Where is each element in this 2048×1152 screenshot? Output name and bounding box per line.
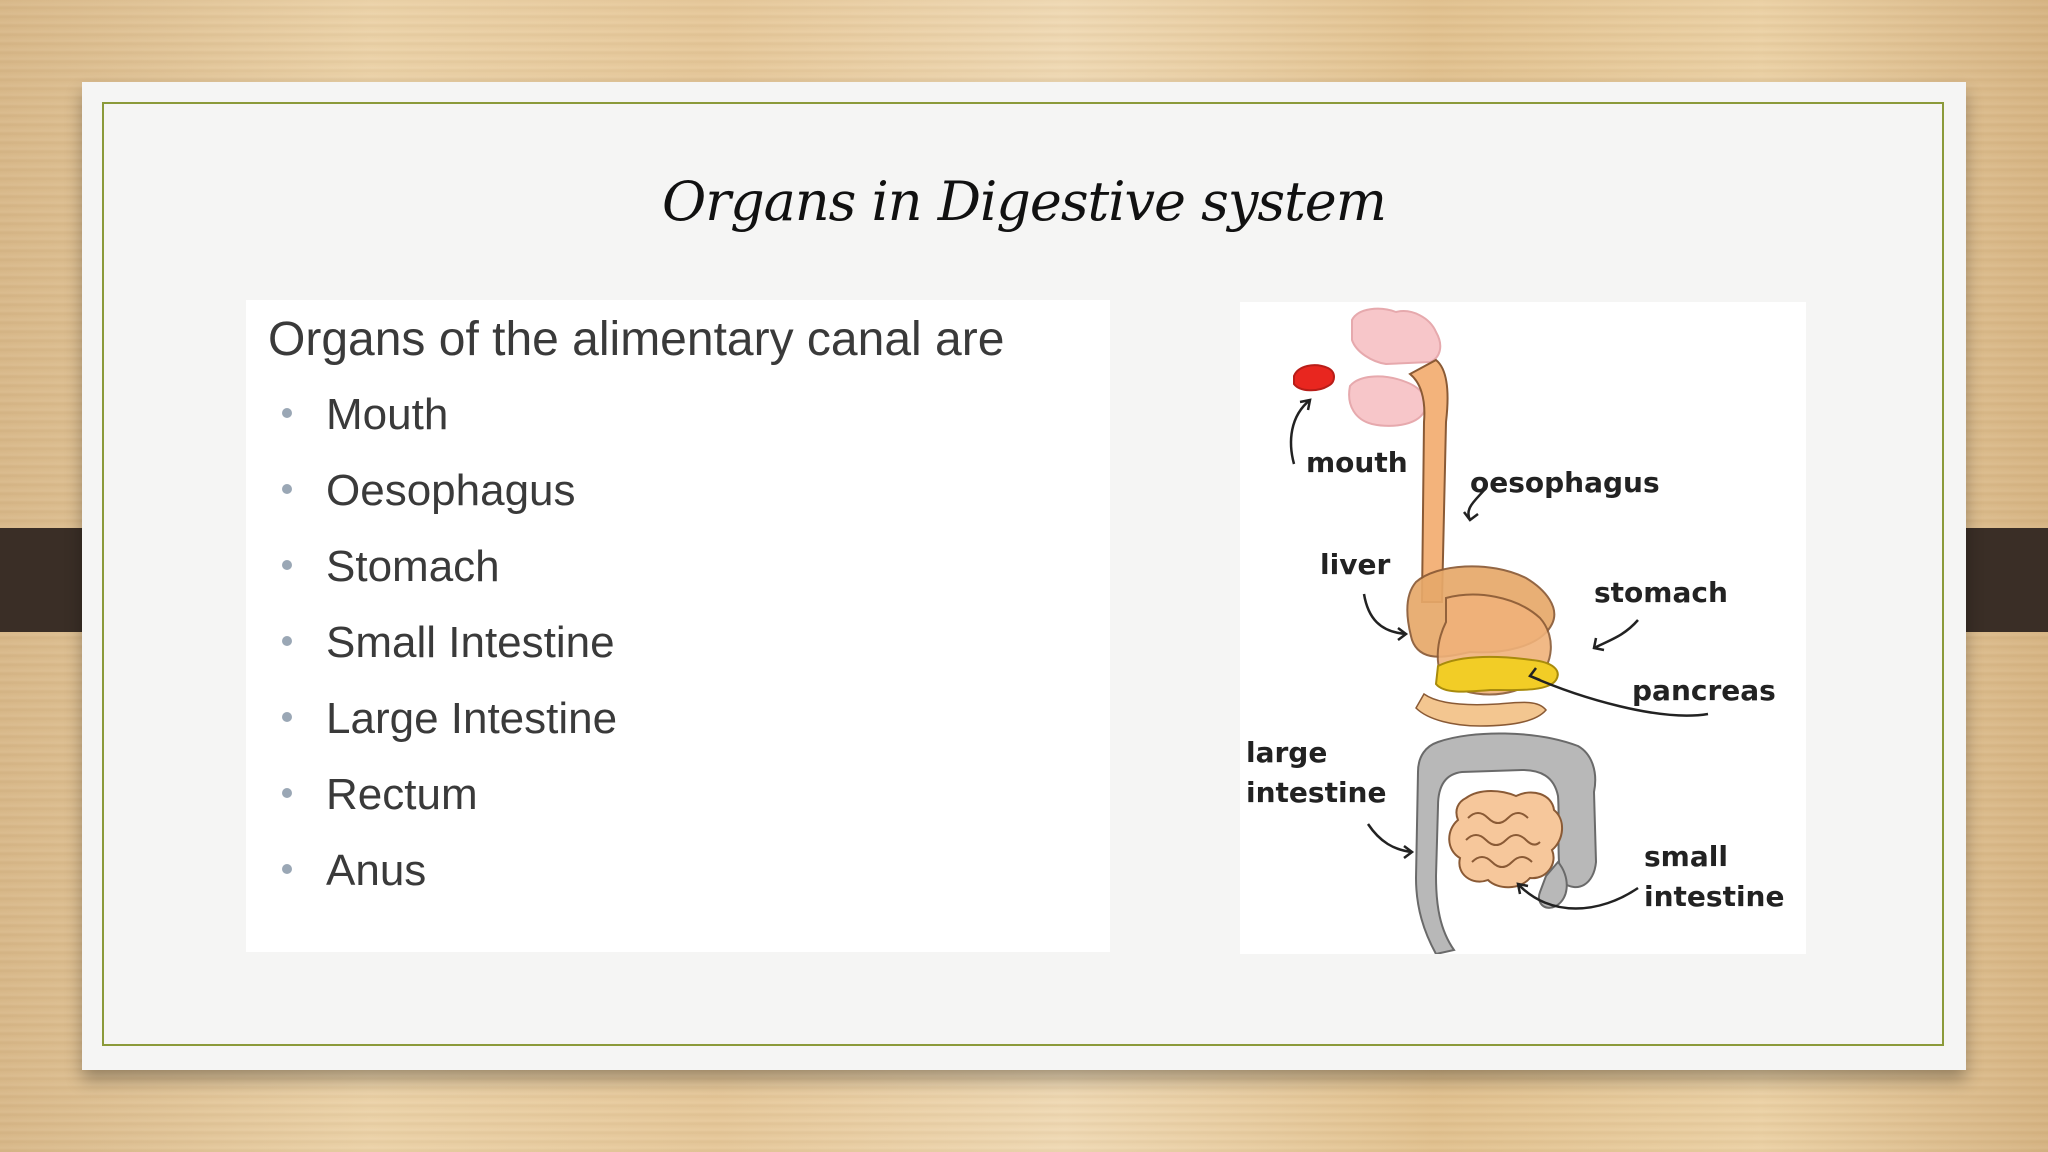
duodenum-shape — [1415, 692, 1547, 727]
small-intestine-arrowhead — [1516, 882, 1529, 895]
label-small-intestine: intestine — [1644, 880, 1784, 913]
bullet-icon — [282, 788, 292, 798]
slide: Organs in Digestive system Organs of the… — [82, 82, 1966, 1070]
oesophagus-arrowhead — [1463, 511, 1479, 522]
label-mouth: mouth — [1306, 446, 1408, 479]
list-item-label: Rectum — [326, 770, 478, 819]
label-large: large — [1246, 736, 1327, 769]
stomach-arrow — [1593, 619, 1639, 650]
liver-arrowhead — [1397, 627, 1409, 641]
tongue-shape — [1293, 364, 1335, 392]
bullet-icon — [282, 560, 292, 570]
mouth-arrowhead — [1299, 398, 1312, 411]
list-item-label: Stomach — [326, 542, 500, 591]
slide-title: Organs in Digestive system — [662, 170, 1387, 233]
list-heading: Organs of the alimentary canal are — [268, 313, 1005, 366]
label-large-intestine: intestine — [1246, 776, 1386, 809]
small-intestine-arrow — [1517, 883, 1639, 910]
bullet-icon — [282, 712, 292, 722]
pancreas-shape — [1434, 655, 1559, 693]
label-oesophagus: oesophagus — [1470, 466, 1660, 499]
label-stomach: stomach — [1594, 576, 1728, 609]
list-item-label: Small Intestine — [326, 618, 615, 667]
large-intestine-shape — [1414, 732, 1598, 954]
stomach-arrowhead — [1592, 637, 1605, 652]
label-arrows — [1289, 398, 1709, 910]
bullet-icon — [282, 864, 292, 874]
label-liver: liver — [1320, 548, 1390, 581]
bullet-icon — [282, 408, 292, 418]
large-intestine-arrow — [1366, 823, 1413, 854]
small-intestine-coils — [1465, 812, 1541, 868]
organ-list-panel: Organs of the alimentary canal are Mouth… — [246, 300, 1110, 952]
list-item-label: Mouth — [326, 390, 449, 439]
pancreas-arrow — [1529, 674, 1709, 717]
mouth-arrow — [1289, 399, 1311, 465]
bullet-icon — [282, 484, 292, 494]
label-small: small — [1644, 840, 1728, 873]
bullet-icon — [282, 636, 292, 646]
label-pancreas: pancreas — [1632, 674, 1776, 707]
digestive-diagram-panel: mouth oesophagus liver stomach pancreas … — [1240, 302, 1806, 954]
list-item-label: Oesophagus — [326, 466, 576, 515]
jaw-shape — [1348, 375, 1427, 427]
liver-arrow — [1362, 593, 1407, 636]
pancreas-arrowhead — [1528, 667, 1541, 682]
head-cavity-shape — [1351, 307, 1442, 366]
slide-frame — [102, 102, 1944, 1046]
digestive-system-diagram: mouth oesophagus liver stomach pancreas … — [1246, 307, 1784, 954]
large-intestine-arrowhead — [1403, 845, 1415, 859]
list-item-label: Large Intestine — [326, 694, 618, 743]
list-item-label: Anus — [326, 846, 427, 895]
